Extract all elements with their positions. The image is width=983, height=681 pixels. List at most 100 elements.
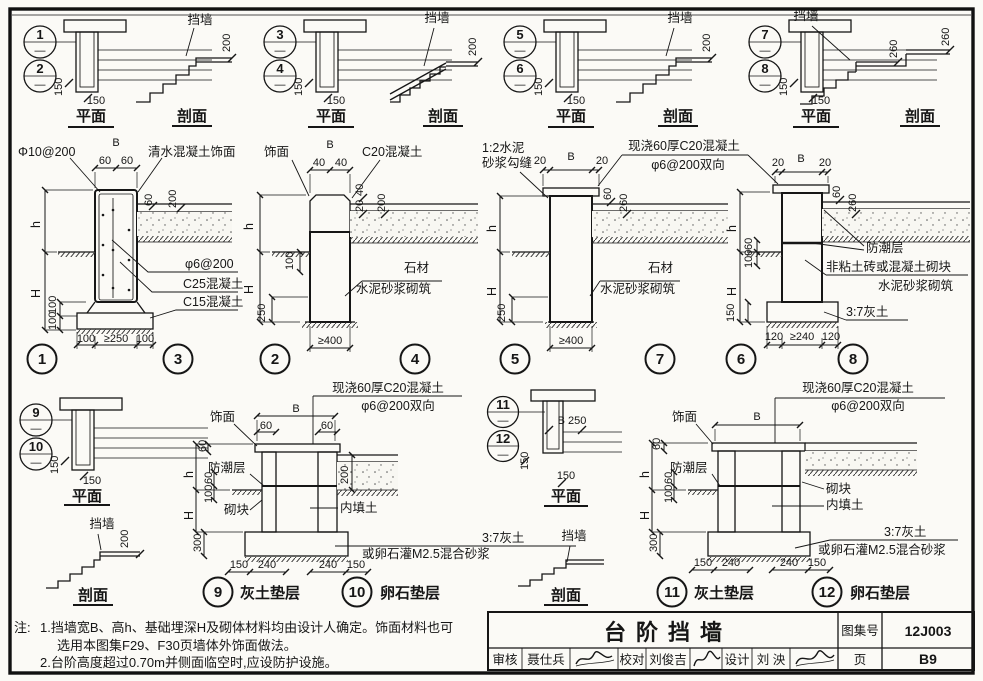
sheet-border xyxy=(8,7,975,675)
detail-6-8: 20 B 20 60 260 h H 60 100 150 防潮层 非粘土砖或混… xyxy=(725,153,970,375)
sheet-title: 台阶挡墙 xyxy=(604,620,732,645)
design-label: 设计 xyxy=(724,652,749,667)
notes-prefix: 注: xyxy=(14,620,31,635)
dim-150: 150 xyxy=(519,452,531,470)
detail-number: 6 xyxy=(737,351,745,368)
ref-circle-number: 1 xyxy=(36,27,43,42)
dim-B: B xyxy=(567,151,574,163)
detail-number: 4 xyxy=(411,351,420,368)
dim-240: 240 xyxy=(780,557,798,569)
wall-label: 挡墙 xyxy=(89,517,114,531)
title-block: 台阶挡墙 图集号 12J003 审核 聂仕兵 校对 刘俊吉 设计 刘 泱 页 B… xyxy=(487,611,975,671)
label-cast-rebar: φ6@200双向 xyxy=(361,398,435,413)
plan-title: 平面 xyxy=(72,488,102,505)
label-mortar-laid: 水泥砂浆砌筑 xyxy=(356,281,432,296)
plan-title: 平面 xyxy=(76,108,106,125)
label-infill: 内填土 xyxy=(826,498,864,512)
plan-group-7-8: 7 — 8 — 150 150 平面 挡墙 260 260 剖面 xyxy=(748,9,955,128)
detail-number: 5 xyxy=(511,351,519,368)
dim-20: 20 xyxy=(354,200,366,212)
dim-250: 250 xyxy=(256,304,268,322)
dim-150: 150 xyxy=(567,95,585,107)
note-line-1: 1.挡墙宽B、高h、基础埋深H及砌体材料均由设计人确定。饰面材料也可 xyxy=(40,620,453,635)
dim-120: 120 xyxy=(765,331,783,343)
plan-group-11-12: 11 — 12 — B 250 150 150 平面 挡墙 剖面 xyxy=(486,389,622,606)
check-label: 校对 xyxy=(619,652,644,667)
dim-H: H xyxy=(29,289,43,298)
label-finish: 饰面 xyxy=(672,410,697,424)
ref-circle-sheet: — xyxy=(31,457,42,469)
ref-circle-sheet: — xyxy=(35,45,46,57)
dim-150: 150 xyxy=(230,559,248,571)
dim-60: 60 xyxy=(651,438,663,450)
detail-number: 8 xyxy=(849,351,857,368)
dim-100: 100 xyxy=(77,333,95,345)
ref-circle-number: 6 xyxy=(516,61,523,76)
ref-circle-number: 2 xyxy=(36,61,43,76)
label-block: 砌块 xyxy=(224,503,250,517)
dim-h: h xyxy=(725,225,739,232)
ref-circle-sheet: — xyxy=(275,79,286,91)
ref-circle-sheet: — xyxy=(275,45,286,57)
wall-label: 挡墙 xyxy=(561,529,586,543)
dim-100: 100 xyxy=(203,485,215,503)
dim-100: 100 xyxy=(47,296,59,314)
section-title: 剖面 xyxy=(663,107,693,125)
section-title: 剖面 xyxy=(905,107,935,125)
dim-ge400: ≥400 xyxy=(318,335,342,347)
detail-number: 10 xyxy=(349,584,366,601)
dim-60: 60 xyxy=(260,420,272,432)
checker-signature xyxy=(693,650,721,667)
reviewer-signature xyxy=(575,651,613,665)
dim-60: 60 xyxy=(197,440,209,452)
atlas-number: 12J003 xyxy=(905,623,952,639)
dim-B: B xyxy=(112,137,119,149)
reviewer-name: 聂仕兵 xyxy=(527,653,565,667)
dim-H: H xyxy=(725,287,739,296)
dim-150: 150 xyxy=(778,78,790,96)
plan-group-1-2: 1 — 2 — 150 150 平面 挡墙 200 剖面 xyxy=(23,13,237,128)
dim-60: 60 xyxy=(321,420,333,432)
plan-title: 平面 xyxy=(556,108,586,125)
wall-label: 挡墙 xyxy=(424,11,449,25)
dim-40: 40 xyxy=(313,157,325,169)
dim-100: 100 xyxy=(663,485,675,503)
dim-300: 300 xyxy=(648,534,660,552)
dim-40: 40 xyxy=(335,157,347,169)
label-pebble-cushion: 卵石垫层 xyxy=(850,584,910,602)
detail-number: 12 xyxy=(819,584,836,601)
dim-100: 100 xyxy=(136,333,154,345)
dim-B: B xyxy=(753,411,760,423)
label-pebble-grout: 或卵石灌M2.5混合砂浆 xyxy=(362,546,490,561)
dim-60: 60 xyxy=(143,194,155,206)
label-joint-mortar-1: 1:2水泥 xyxy=(482,141,524,155)
plan-group-9-10: 9 — 10 — 150 150 平面 挡墙 200 剖面 xyxy=(19,397,209,606)
dim-200: 200 xyxy=(376,194,388,212)
dim-240: 240 xyxy=(258,559,276,571)
dim-60: 60 xyxy=(831,186,843,198)
dim-B250: B 250 xyxy=(558,415,587,427)
ref-circle-sheet: — xyxy=(498,449,509,461)
dim-H: H xyxy=(638,511,652,520)
plan-group-5-6: 5 — 6 — 150 150 平面 挡墙 200 剖面 xyxy=(503,11,717,128)
dim-20: 20 xyxy=(596,155,608,167)
label-pebble-cushion: 卵石垫层 xyxy=(380,584,440,602)
dim-150: 150 xyxy=(87,95,105,107)
dim-200: 200 xyxy=(221,34,233,52)
ref-circle-sheet: — xyxy=(31,423,42,435)
label-damp-proof: 防潮层 xyxy=(866,240,904,255)
label-cast-rebar: φ6@200双向 xyxy=(651,157,725,172)
dim-200: 200 xyxy=(701,34,713,52)
dim-60: 60 xyxy=(663,472,675,484)
wall-label: 挡墙 xyxy=(667,11,692,25)
detail-11-12: 现浇60厚C20混凝土 φ6@200双向 B 饰面 60 h 防潮层 60 10… xyxy=(638,380,958,608)
note-line-3: 2.台阶高度超过0.70m并侧面临空时,应设防护设施。 xyxy=(40,655,338,670)
detail-1-3: Φ10@200 B 60 60 清水混凝土饰面 60 200 h H φ6@20… xyxy=(18,137,243,375)
dim-B: B xyxy=(326,139,333,151)
ref-circle-sheet: — xyxy=(35,79,46,91)
dim-120: 120 xyxy=(822,331,840,343)
dim-B: B xyxy=(292,403,299,415)
label-c20-concrete: C20混凝土 xyxy=(362,144,422,159)
label-lime-cushion: 灰土垫层 xyxy=(694,584,754,602)
plan-title: 平面 xyxy=(551,488,581,505)
